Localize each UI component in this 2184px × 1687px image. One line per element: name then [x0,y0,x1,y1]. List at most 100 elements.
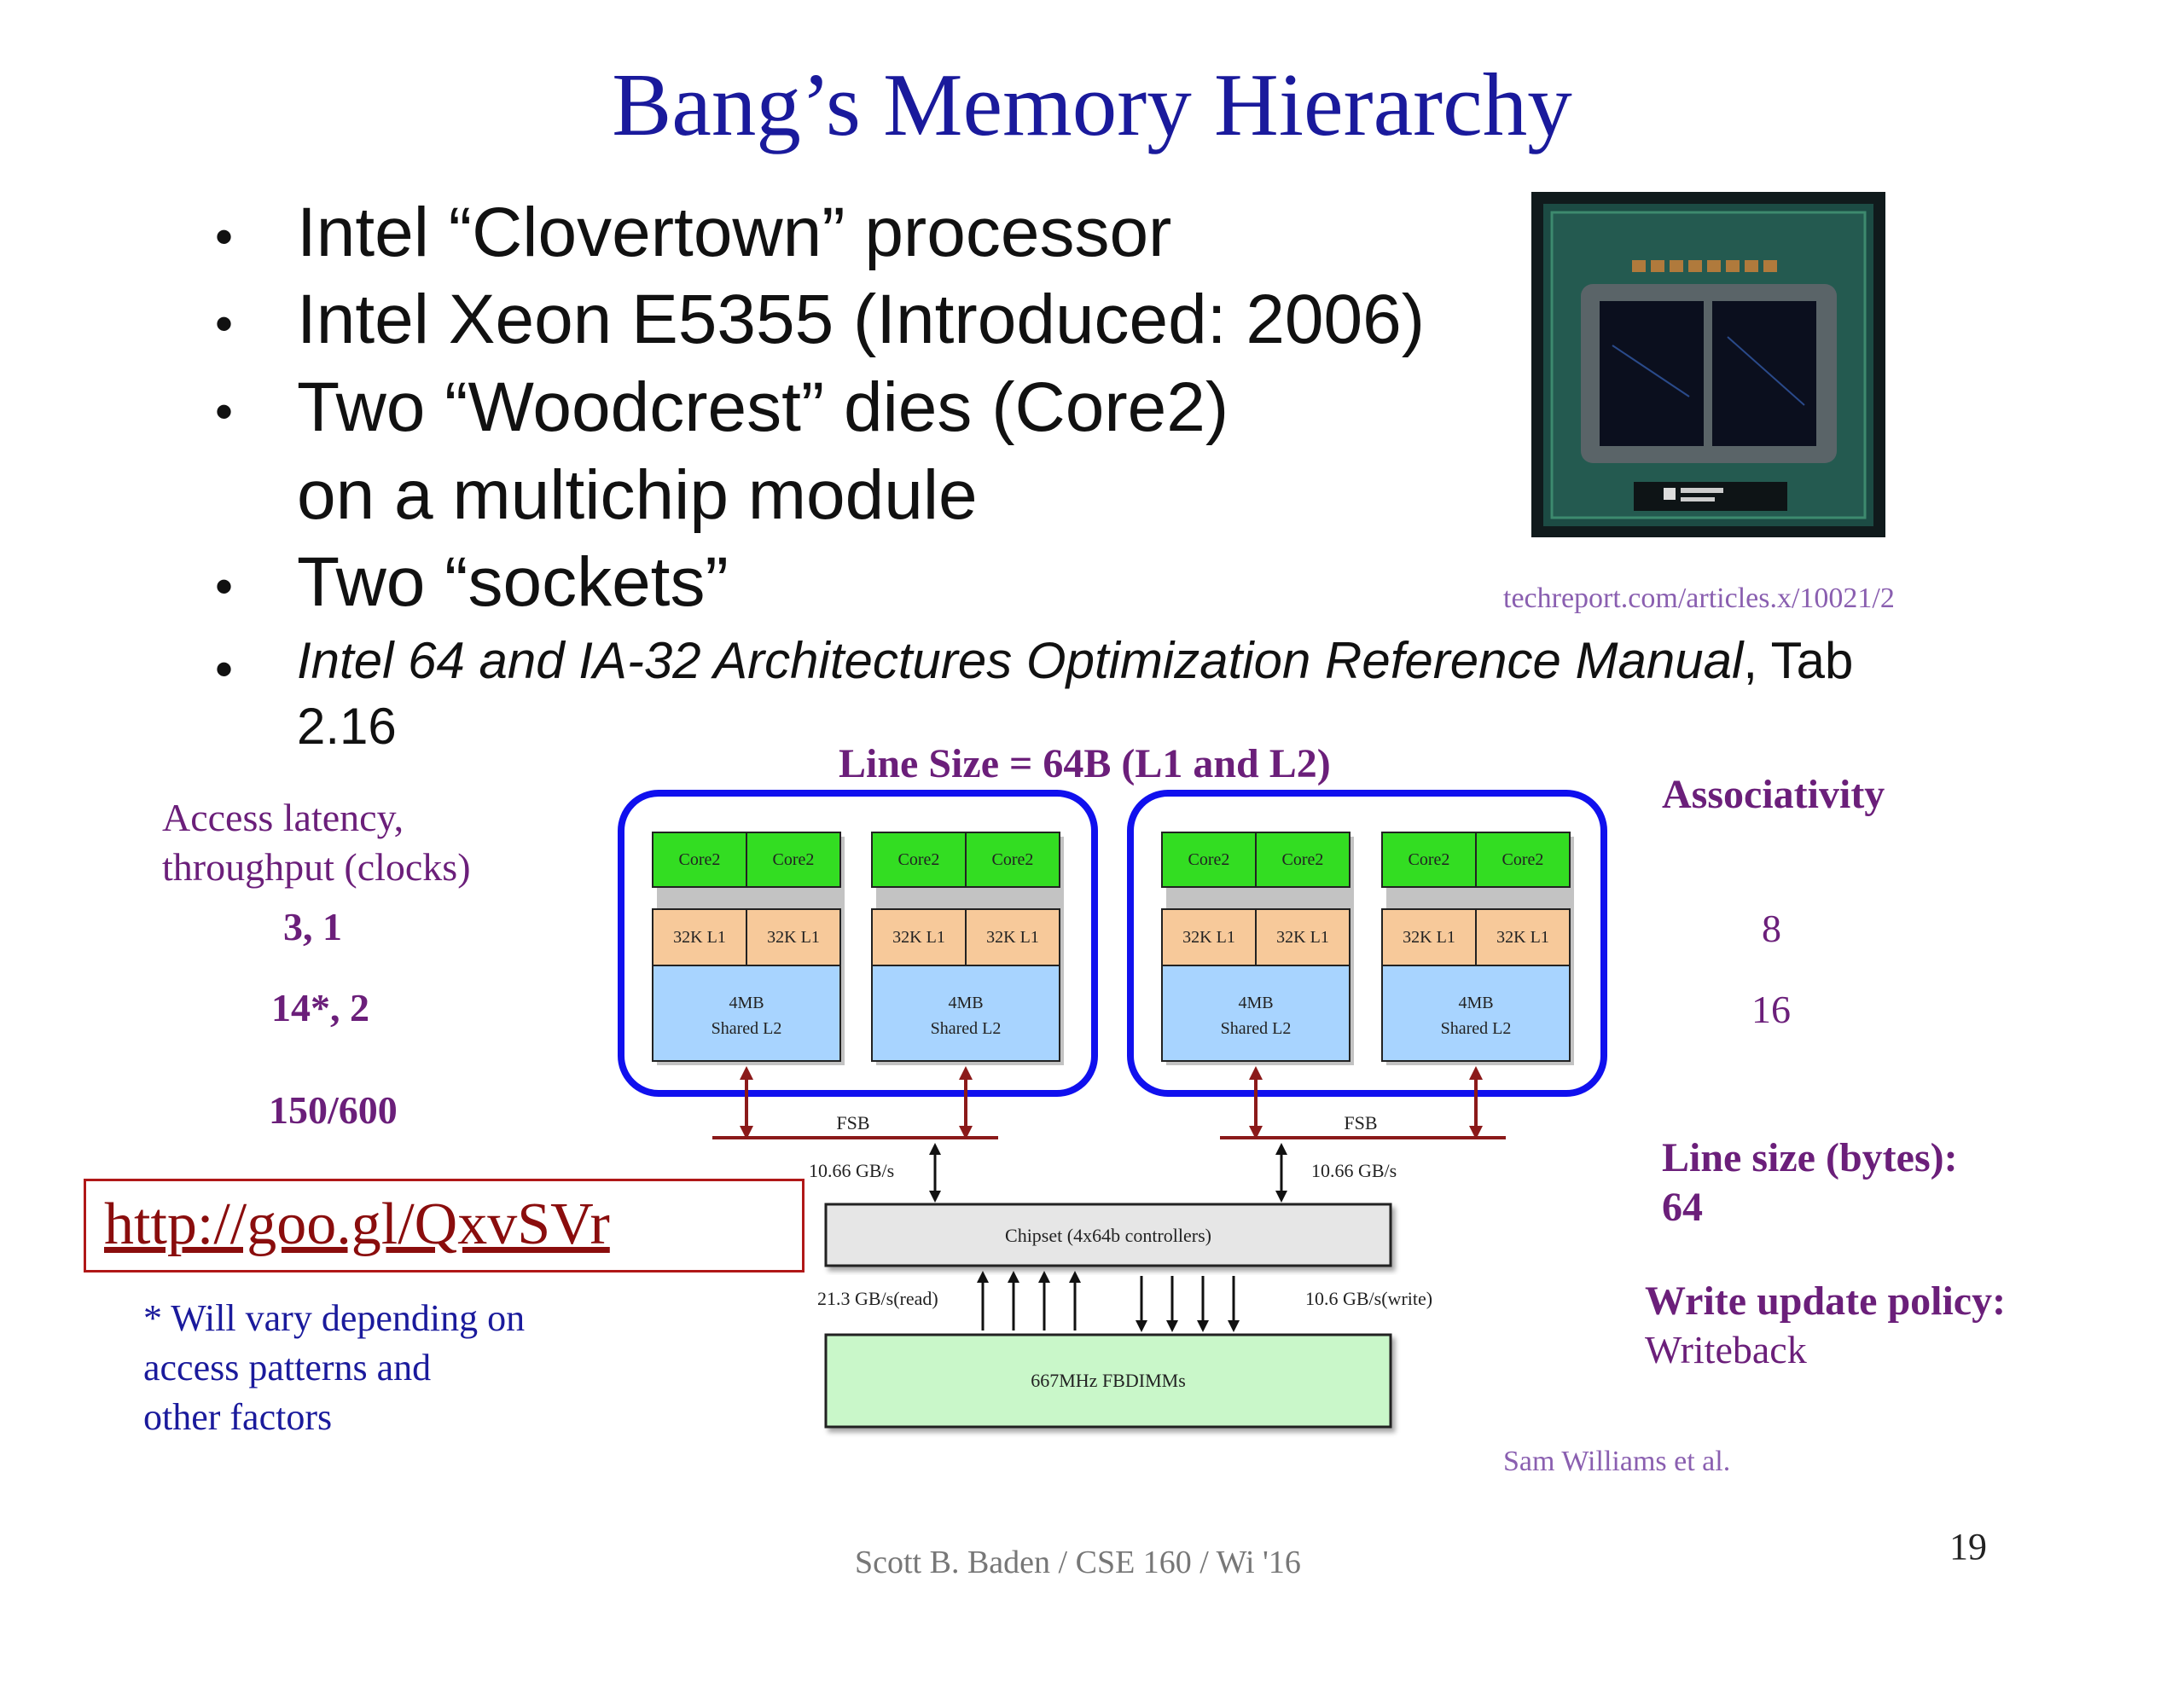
l2-cache [652,965,841,1062]
write-policy-value: Writeback [1645,1328,1807,1371]
latency-memory: 150/600 [269,1088,398,1132]
core-label: Core2 [679,850,721,869]
core-box [1255,832,1350,888]
footnote-line-3: other factors [143,1396,333,1438]
l2-cache [1381,965,1571,1062]
memory-label: 667MHz FBDIMMs [1031,1370,1186,1391]
l2-type-label: Shared L2 [712,1019,782,1038]
arrow-down-icon [959,1126,973,1139]
l1-cache [652,908,747,966]
core-box [871,832,967,888]
l2-size-label: 4MB [948,994,983,1012]
line-size-value: 64 [1662,1185,1703,1230]
arrow-down-icon [740,1126,753,1139]
arrow-up-icon [1275,1143,1287,1155]
core-box [965,832,1060,888]
l1-cache [746,908,841,966]
fsb-label-2: FSB [1344,1112,1377,1133]
bullet-3: Two “Woodcrest” dies (Core2) [297,368,1229,446]
manual-tab: , Tab [1743,632,1854,689]
manual-title: Intel 64 and IA-32 Architectures Optimiz… [297,632,1744,689]
line-size-header: Line Size = 64B (L1 and L2) [839,741,1331,786]
arrow-up-icon [929,1143,941,1155]
socket-2 [1127,790,1607,1097]
page-number: 19 [1949,1526,1987,1568]
footnote-line-1: * Will vary depending on [143,1297,526,1339]
arrow-down-icon [929,1191,941,1203]
bullet-dot: • [215,208,234,265]
bullet-4: Two “sockets” [297,543,729,621]
die-3: Core2 Core2 32K L1 32K L1 4MB Shared L2 [1161,832,1354,1139]
core-box [746,832,841,888]
arrow-up-icon [959,1066,973,1080]
associativity-l1: 8 [1762,907,1781,950]
latency-l2: 14*, 2 [271,986,369,1029]
write-arrowheads [1136,1320,1240,1332]
read-bandwidth: 21.3 GB/s(read) [817,1288,938,1309]
l2-cache [871,965,1060,1062]
core-label: Core2 [1282,850,1324,869]
core-label: Core2 [898,850,940,869]
bullet-dot: • [215,558,234,615]
socket-1 [618,790,1098,1097]
fsb-bandwidth-2: 10.66 GB/s [1311,1160,1397,1181]
l1-label: 32K L1 [1276,928,1329,947]
write-policy-label: Write update policy: [1645,1278,2007,1324]
diagram-credit: Sam Williams et al. [1503,1446,1731,1477]
l1-cache [1381,908,1477,966]
read-channels [981,1276,1077,1330]
die-4: Core2 Core2 32K L1 32K L1 4MB Shared L2 [1381,832,1574,1139]
bullet-2: Intel Xeon E5355 (Introduced: 2006) [297,281,1426,358]
photo-credit: techreport.com/articles.x/10021/2 [1503,583,1895,614]
core-box [1381,832,1477,888]
core-box [652,832,747,888]
bullet-dot: • [215,295,234,352]
bullet-1: Intel “Clovertown” processor [297,194,1172,271]
write-channels [1140,1276,1235,1326]
arrow-down-icon [1275,1191,1287,1203]
fsb-label-1: FSB [836,1112,869,1133]
core-label: Core2 [1409,850,1450,869]
processor-photo [1531,192,1885,537]
l1-cache [1475,908,1571,966]
reference-link[interactable]: http://goo.gl/QxvSVr [104,1191,610,1257]
l1-label: 32K L1 [673,928,726,947]
core-label: Core2 [773,850,815,869]
l1-label: 32K L1 [767,928,820,947]
l2-size-label: 4MB [1238,994,1273,1012]
bullet-5: Intel 64 and IA-32 Architectures Optimiz… [297,635,1853,687]
processor-photo-image [1531,192,1885,537]
l2-type-label: Shared L2 [1221,1019,1292,1038]
l1-label: 32K L1 [1403,928,1455,947]
slide-title: Bang’s Memory Hierarchy [612,55,1572,154]
slide-footer: Scott B. Baden / CSE 160 / Wi '16 [855,1545,1301,1580]
bullet-3-cont: on a multichip module [297,456,978,534]
arrow-up-icon [1249,1066,1263,1080]
core-label: Core2 [1502,850,1544,869]
bullet-dot: • [215,383,234,440]
fsb-bandwidth-1: 10.66 GB/s [809,1160,894,1181]
read-arrowheads [977,1271,1081,1283]
l1-label: 32K L1 [892,928,945,947]
arrow-down-icon [1249,1126,1263,1139]
link-box [84,1179,804,1272]
l1-cache [1161,908,1257,966]
line-size-label: Line size (bytes): [1662,1135,1958,1180]
core-label: Core2 [1188,850,1230,869]
arrow-up-icon [740,1066,753,1080]
l1-label: 32K L1 [1496,928,1549,947]
l2-cache [1161,965,1350,1062]
l2-size-label: 4MB [1458,994,1493,1012]
write-bandwidth: 10.6 GB/s(write) [1305,1288,1432,1309]
l1-label: 32K L1 [1182,928,1235,947]
bullet-5-cont: 2.16 [297,698,397,755]
arrow-up-icon [1469,1066,1483,1080]
associativity-label: Associativity [1662,772,1885,817]
arrow-down-icon [1469,1126,1483,1139]
l1-label: 32K L1 [986,928,1039,947]
l2-size-label: 4MB [729,994,764,1012]
l2-type-label: Shared L2 [1441,1019,1512,1038]
throughput-label: throughput (clocks) [162,845,471,889]
